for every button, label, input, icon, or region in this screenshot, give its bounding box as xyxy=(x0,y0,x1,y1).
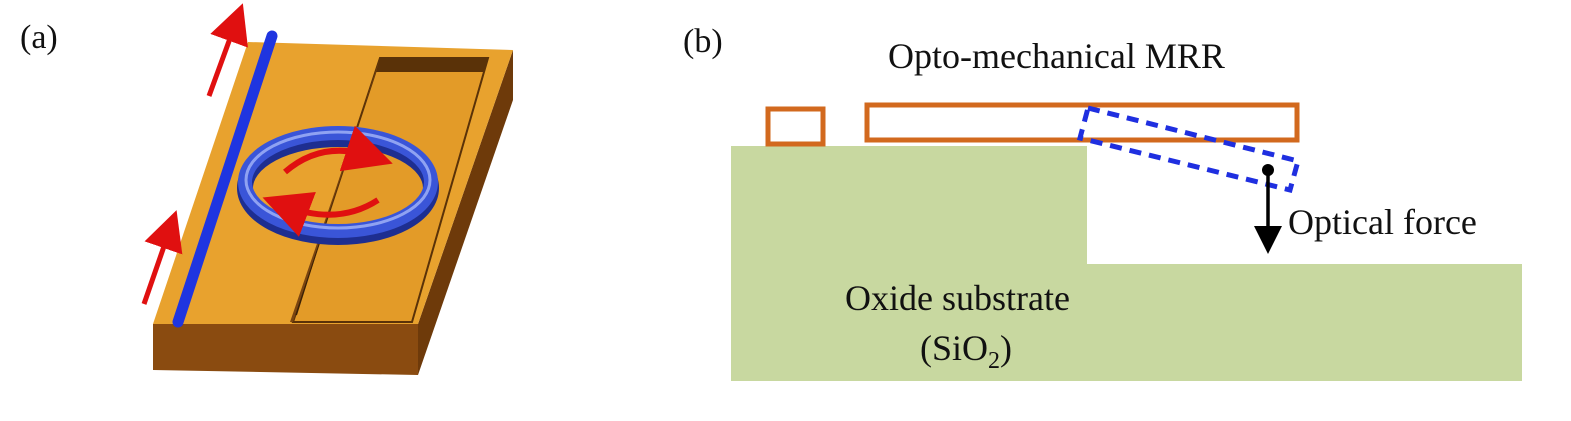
panel-a: (a) xyxy=(20,3,513,375)
panel-a-label: (a) xyxy=(20,19,58,56)
microring-resonator xyxy=(237,126,439,245)
red-arrow-icon xyxy=(141,3,248,305)
chip-side-right xyxy=(418,50,513,375)
oxide-substrate xyxy=(731,146,1522,381)
substrate-formula: (SiO2) xyxy=(920,328,1012,374)
chip-side-front xyxy=(153,324,418,375)
bus-waveguide-cross-section xyxy=(765,106,826,147)
circular-arrow-icon xyxy=(262,125,393,237)
bus-waveguide xyxy=(172,30,278,328)
down-arrow-icon xyxy=(1254,164,1282,254)
substrate-label: Oxide substrate xyxy=(845,278,1070,318)
panel-b-label: (b) xyxy=(683,23,723,60)
panel-b: (b) Opto-mechanical MRR Optical force Ox… xyxy=(683,23,1522,381)
mrr-title: Opto-mechanical MRR xyxy=(888,36,1225,76)
deflected-ring-outline xyxy=(1076,104,1302,194)
optical-force-label: Optical force xyxy=(1288,202,1477,242)
chip-3d xyxy=(153,30,513,375)
